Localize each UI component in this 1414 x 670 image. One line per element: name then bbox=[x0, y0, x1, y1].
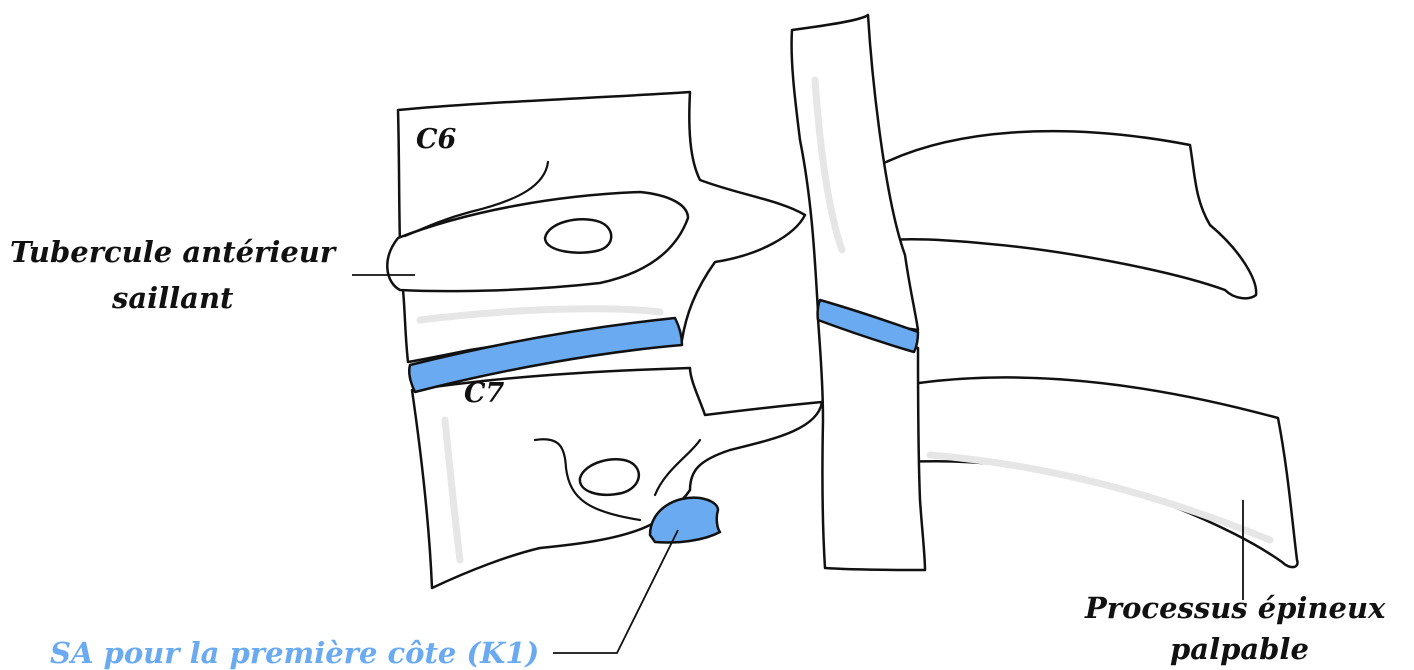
spinous-label-line1: Processus épineux bbox=[1085, 591, 1386, 625]
tubercle-label-line2: saillant bbox=[112, 281, 234, 315]
spinous-label-line2: palpable bbox=[1170, 632, 1309, 666]
c7-transverse-foramen bbox=[578, 458, 641, 496]
c7-shading bbox=[441, 416, 464, 564]
c6-c7-intervertebral-disc bbox=[407, 316, 684, 394]
facet-joint-surface bbox=[816, 298, 920, 354]
c6-label: C6 bbox=[416, 124, 457, 155]
c7-articular-column bbox=[816, 316, 927, 572]
c7-label: C7 bbox=[464, 378, 505, 409]
c7-spinous-process bbox=[903, 376, 1299, 569]
rib-facet-leader-line bbox=[553, 529, 679, 654]
spinous-shading bbox=[926, 451, 1274, 544]
c7-posterior-contour bbox=[653, 438, 702, 497]
first-rib-articular-facet bbox=[648, 496, 722, 544]
c7-inner-contour bbox=[533, 438, 642, 522]
column-shading bbox=[811, 76, 846, 254]
c6-inner-contour bbox=[403, 160, 550, 238]
c6-spinous-process bbox=[878, 129, 1258, 300]
c6-shading bbox=[416, 305, 664, 324]
rib-facet-label: SA pour la première côte (K1) bbox=[50, 636, 540, 670]
tubercle-label-line1: Tubercule antérieur bbox=[10, 235, 336, 269]
c6-anterior-tubercle bbox=[386, 190, 690, 293]
c6-articular-column bbox=[790, 13, 920, 332]
c6-transverse-foramen bbox=[543, 218, 613, 254]
